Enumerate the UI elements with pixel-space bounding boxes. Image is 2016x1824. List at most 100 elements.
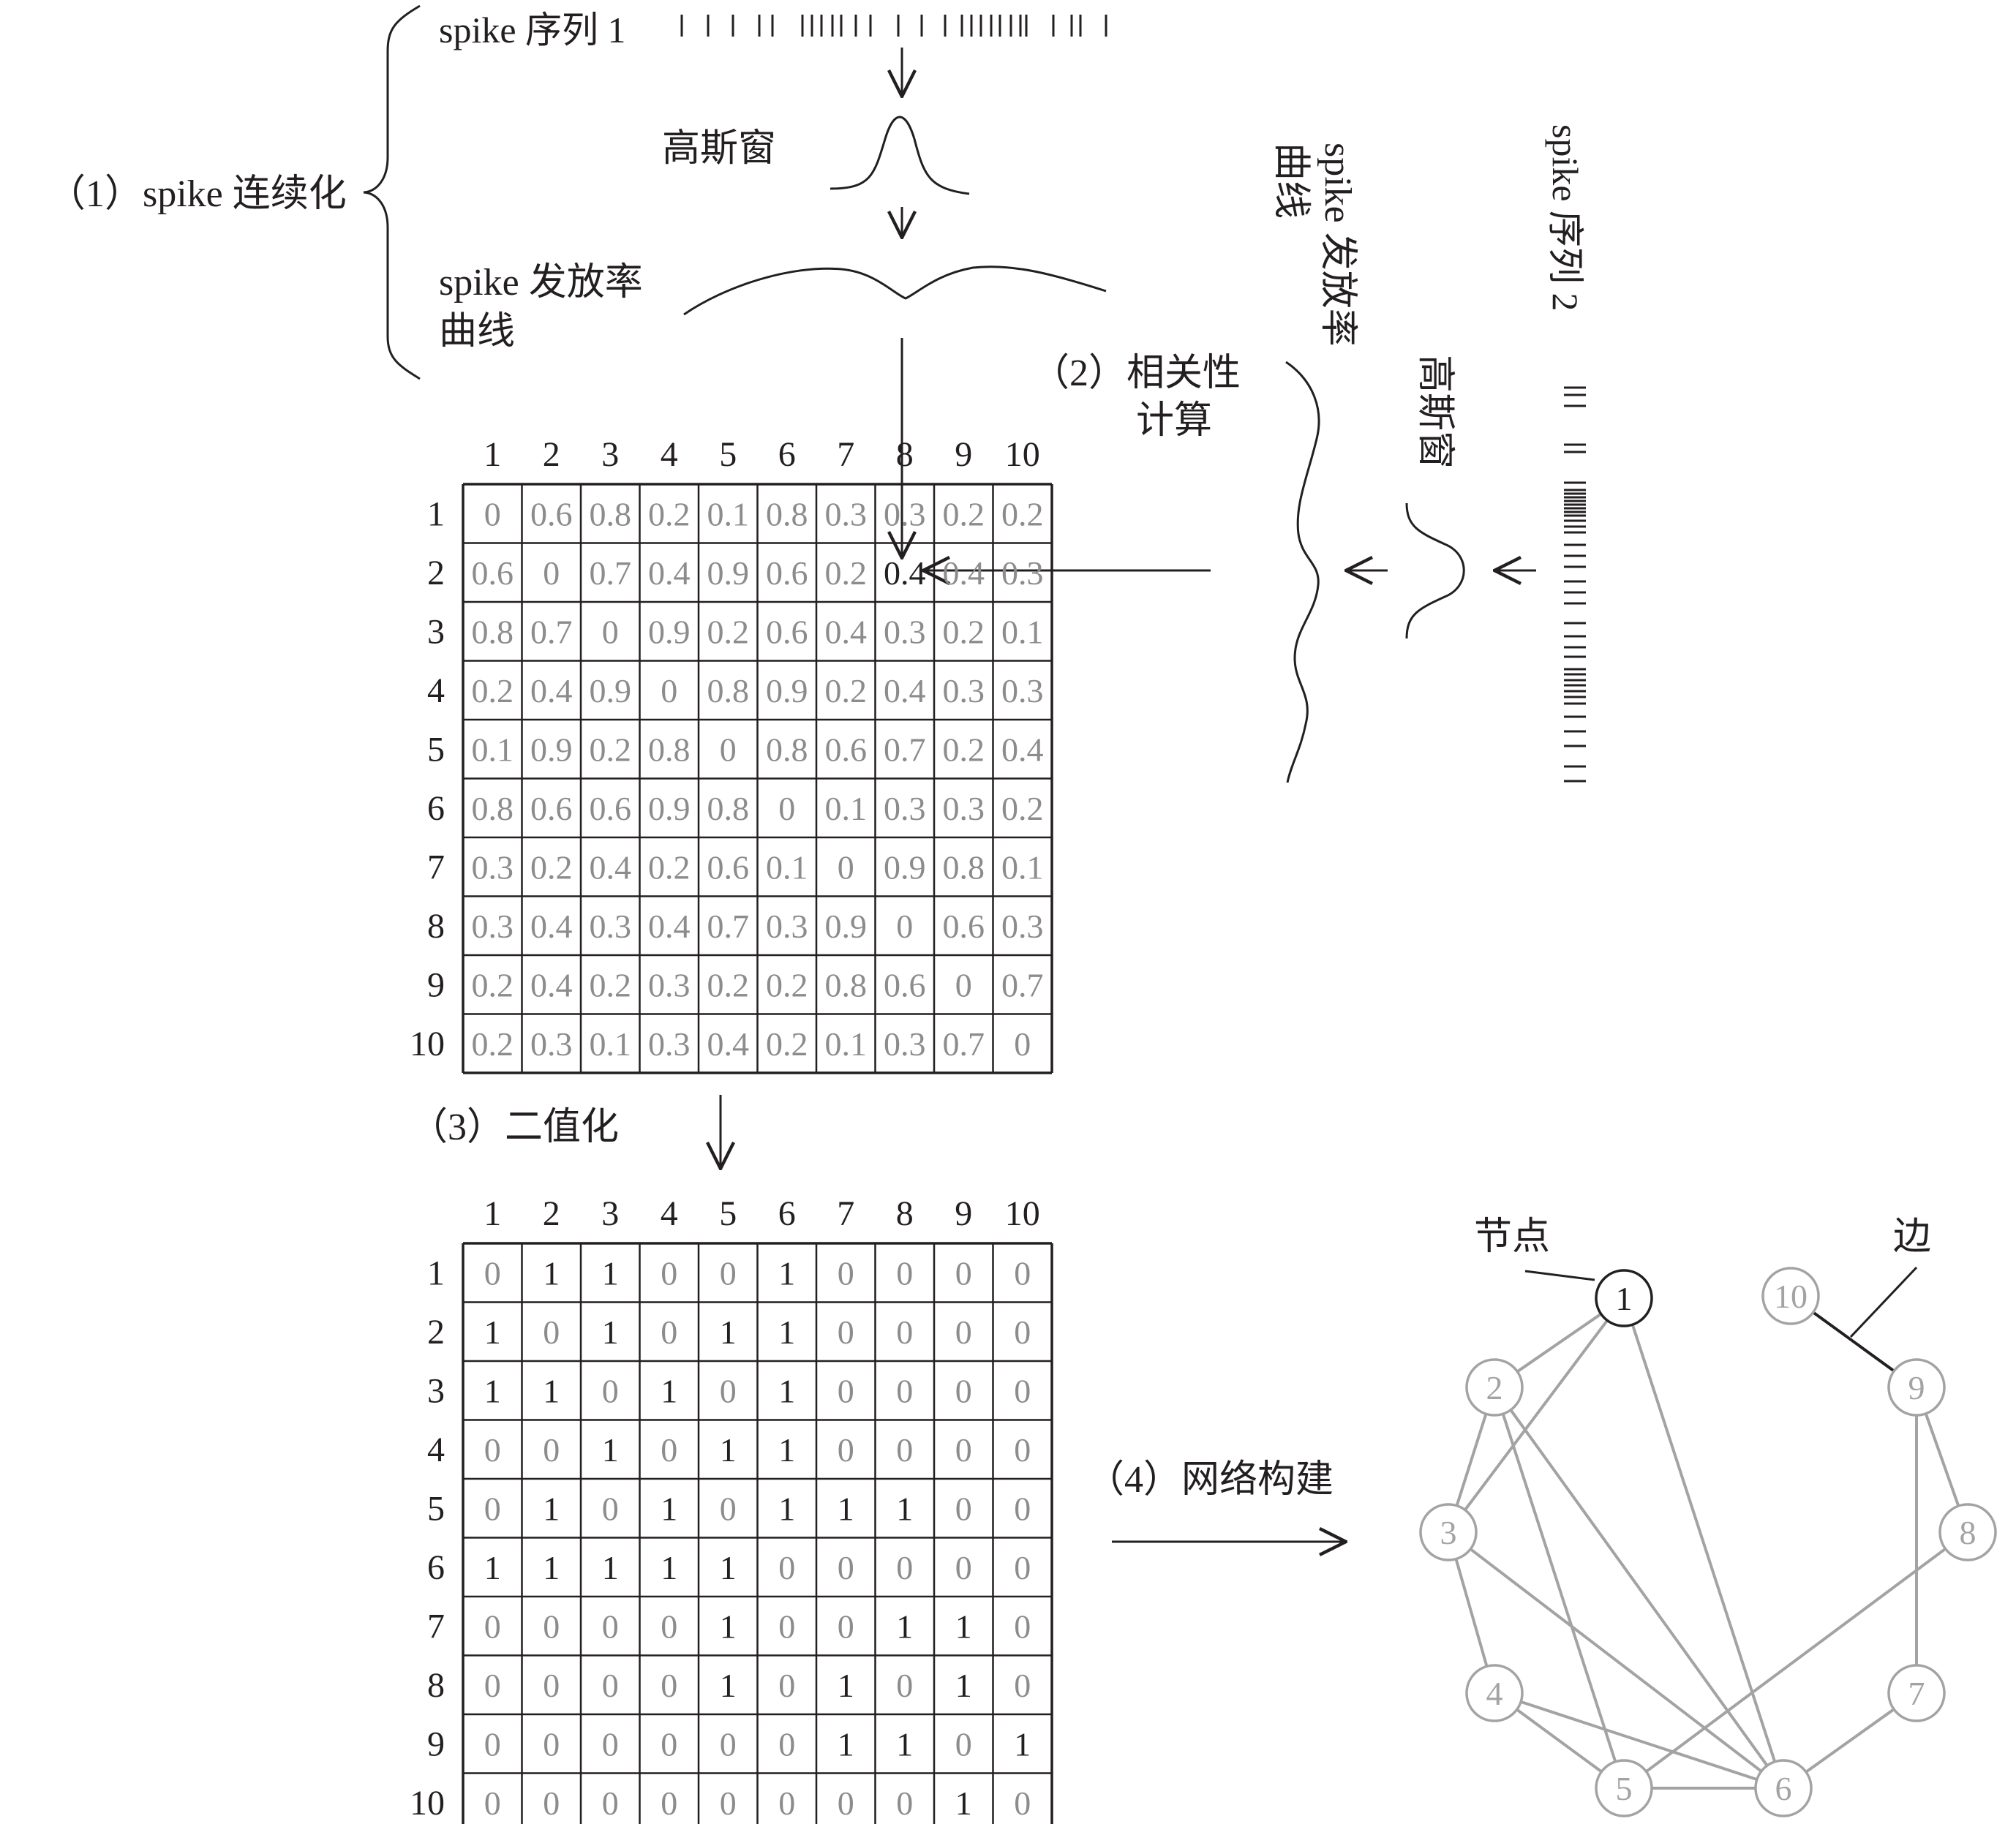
matrix-cell: 0 — [955, 1549, 972, 1586]
matrix-cell: 0.4 — [590, 848, 632, 886]
spike-train-2 — [1564, 386, 1586, 783]
matrix-cell: 0.2 — [766, 966, 808, 1003]
matrix-cell: 0.1 — [825, 1025, 868, 1063]
column-header: 4 — [661, 1194, 678, 1233]
matrix-cell: 1 — [896, 1490, 913, 1527]
matrix-cell: 0 — [602, 1490, 619, 1527]
network-edge — [1631, 1324, 1777, 1763]
matrix-cell: 0.6 — [766, 554, 808, 592]
matrix-cell: 1 — [602, 1254, 619, 1292]
network-edge — [1924, 1413, 1960, 1507]
row-header: 4 — [427, 1431, 445, 1469]
matrix-cell: 0.2 — [472, 1025, 514, 1063]
gauss-window-2-label: 高斯窗 — [1414, 355, 1456, 469]
row-header: 6 — [427, 789, 445, 828]
column-header: 10 — [1005, 435, 1040, 474]
matrix-cell: 0.1 — [825, 790, 868, 827]
matrix-cell: 0 — [955, 1314, 972, 1351]
row-header: 2 — [427, 1313, 445, 1352]
matrix-cell: 0 — [720, 1725, 737, 1763]
matrix-cell: 0.4 — [825, 613, 868, 650]
matrix-cell: 1 — [602, 1549, 619, 1586]
matrix-cell: 0.2 — [825, 554, 868, 592]
matrix-cell: 1 — [896, 1608, 913, 1645]
column-header: 1 — [484, 435, 501, 474]
matrix-cell: 0.9 — [530, 731, 573, 768]
rate-curve-2-label-line2: 曲线 — [1270, 143, 1312, 219]
matrix-cell: 0.7 — [884, 731, 926, 768]
matrix-cell: 0 — [484, 1490, 501, 1527]
matrix-cell: 0 — [778, 1549, 795, 1586]
matrix-cell: 0 — [484, 495, 501, 532]
matrix-cell: 0.3 — [884, 495, 926, 532]
row-header: 5 — [427, 730, 445, 769]
gauss-window-2-curve — [1405, 502, 1465, 639]
matrix-cell: 0.2 — [707, 966, 750, 1003]
matrix-cell: 0.6 — [590, 790, 632, 827]
matrix-cell: 0.2 — [472, 672, 514, 709]
row-header: 7 — [427, 1607, 445, 1646]
matrix-cell: 0 — [896, 1431, 913, 1469]
matrix-cell: 0.3 — [766, 908, 808, 945]
matrix-cell: 0.3 — [648, 1025, 691, 1063]
network-node-label: 1 — [1616, 1280, 1633, 1317]
matrix-cell: 1 — [720, 1314, 737, 1351]
matrix-cell: 0 — [896, 1254, 913, 1292]
matrix-cell: 0 — [543, 1725, 560, 1763]
matrix-cell: 0 — [602, 1785, 619, 1822]
matrix-cell: 0.2 — [943, 495, 985, 532]
matrix-cell: 0 — [896, 1314, 913, 1351]
rate-curve-1 — [683, 265, 1107, 316]
matrix-cell: 0.8 — [766, 495, 808, 532]
matrix-cell: 0 — [543, 1431, 560, 1469]
network-node — [1595, 1269, 1653, 1327]
matrix-cell: 0 — [720, 1785, 737, 1822]
column-header: 2 — [543, 435, 560, 474]
gauss-window-1-curve — [830, 116, 970, 195]
matrix-cell: 0.2 — [472, 966, 514, 1003]
matrix-cell: 0.6 — [530, 790, 573, 827]
stage3-label: （3）二值化 — [410, 1107, 619, 1148]
matrix-cell: 0 — [602, 1608, 619, 1645]
matrix-cell: 1 — [484, 1314, 501, 1351]
matrix-cell: 1 — [543, 1372, 560, 1409]
column-header: 2 — [543, 1194, 560, 1233]
matrix-cell: 1 — [484, 1372, 501, 1409]
matrix-cell: 0.2 — [648, 848, 691, 886]
network-node — [1887, 1664, 1946, 1722]
matrix-cell: 1 — [661, 1490, 677, 1527]
matrix-cell: 0.8 — [707, 790, 750, 827]
network-node-label: 5 — [1616, 1770, 1633, 1807]
matrix-cell: 0 — [602, 1725, 619, 1763]
matrix-cell: 0.1 — [1001, 613, 1044, 650]
column-header: 7 — [837, 435, 854, 474]
matrix-cell: 0.9 — [766, 672, 808, 709]
column-header: 7 — [837, 1194, 854, 1233]
matrix-cell: 0 — [661, 1785, 677, 1822]
stage1-label: （1）spike 连续化 — [48, 173, 347, 215]
matrix-cell: 0.2 — [943, 731, 985, 768]
matrix-cell: 0 — [896, 1667, 913, 1704]
network-node-label: 9 — [1908, 1369, 1925, 1406]
matrix-cell: 0.3 — [1001, 554, 1044, 592]
matrix-cell: 1 — [955, 1667, 972, 1704]
matrix-cell: 0 — [778, 790, 795, 827]
matrix-cell: 0.2 — [590, 966, 632, 1003]
network-node-label: 7 — [1908, 1675, 1925, 1712]
matrix-cell: 0 — [955, 1725, 972, 1763]
matrix-cell: 0.8 — [472, 790, 514, 827]
matrix-cell: 0.8 — [766, 731, 808, 768]
matrix-cell: 0.4 — [884, 554, 926, 592]
matrix-cell: 0 — [720, 731, 737, 768]
matrix-cell: 1 — [602, 1431, 619, 1469]
matrix-cell: 1 — [720, 1667, 737, 1704]
matrix-cell: 0 — [955, 1254, 972, 1292]
matrix-cell: 0.2 — [1001, 495, 1044, 532]
column-header: 5 — [719, 1194, 737, 1233]
matrix-cell: 0.8 — [648, 731, 691, 768]
